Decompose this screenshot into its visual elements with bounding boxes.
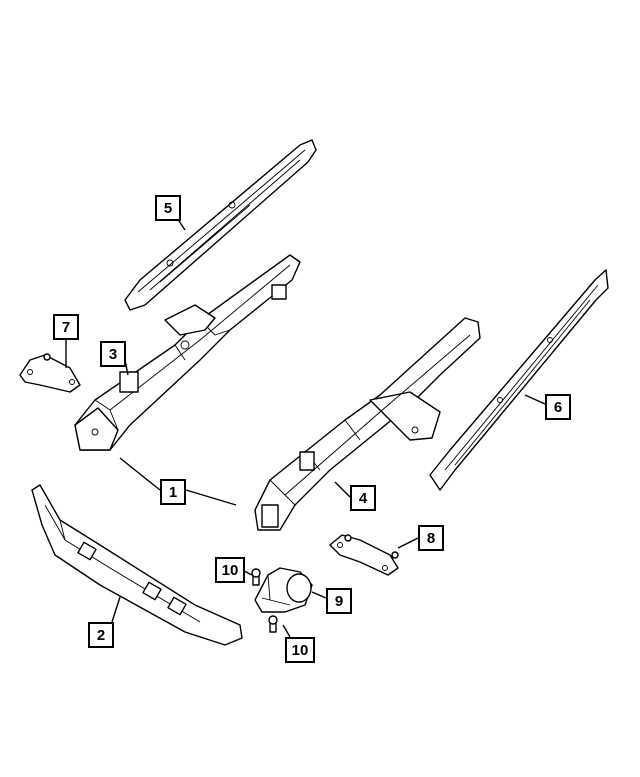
part-5-upper-rail (124, 139, 317, 311)
part-4-right-frame-rail (254, 317, 481, 531)
callout-3: 3 (100, 341, 126, 367)
callout-7: 7 (53, 314, 79, 340)
callout-8: 8 (418, 525, 444, 551)
callout-4: 4 (350, 485, 376, 511)
callout-2: 2 (88, 622, 114, 648)
callout-1: 1 (160, 479, 186, 505)
part-8-bracket (329, 534, 399, 576)
callout-5: 5 (155, 195, 181, 221)
callout-10-upper: 10 (215, 557, 245, 583)
part-6-side-sill (429, 269, 609, 491)
callout-6: 6 (545, 394, 571, 420)
part-3-left-frame-rail (74, 254, 301, 451)
callout-10-lower: 10 (285, 637, 315, 663)
part-9-mount (254, 567, 313, 613)
part-10-bolt-lower (268, 615, 278, 633)
part-10-bolt-upper (251, 568, 261, 586)
callout-9: 9 (326, 588, 352, 614)
part-2-front-crossmember (31, 484, 243, 646)
part-7-bracket (19, 353, 81, 393)
